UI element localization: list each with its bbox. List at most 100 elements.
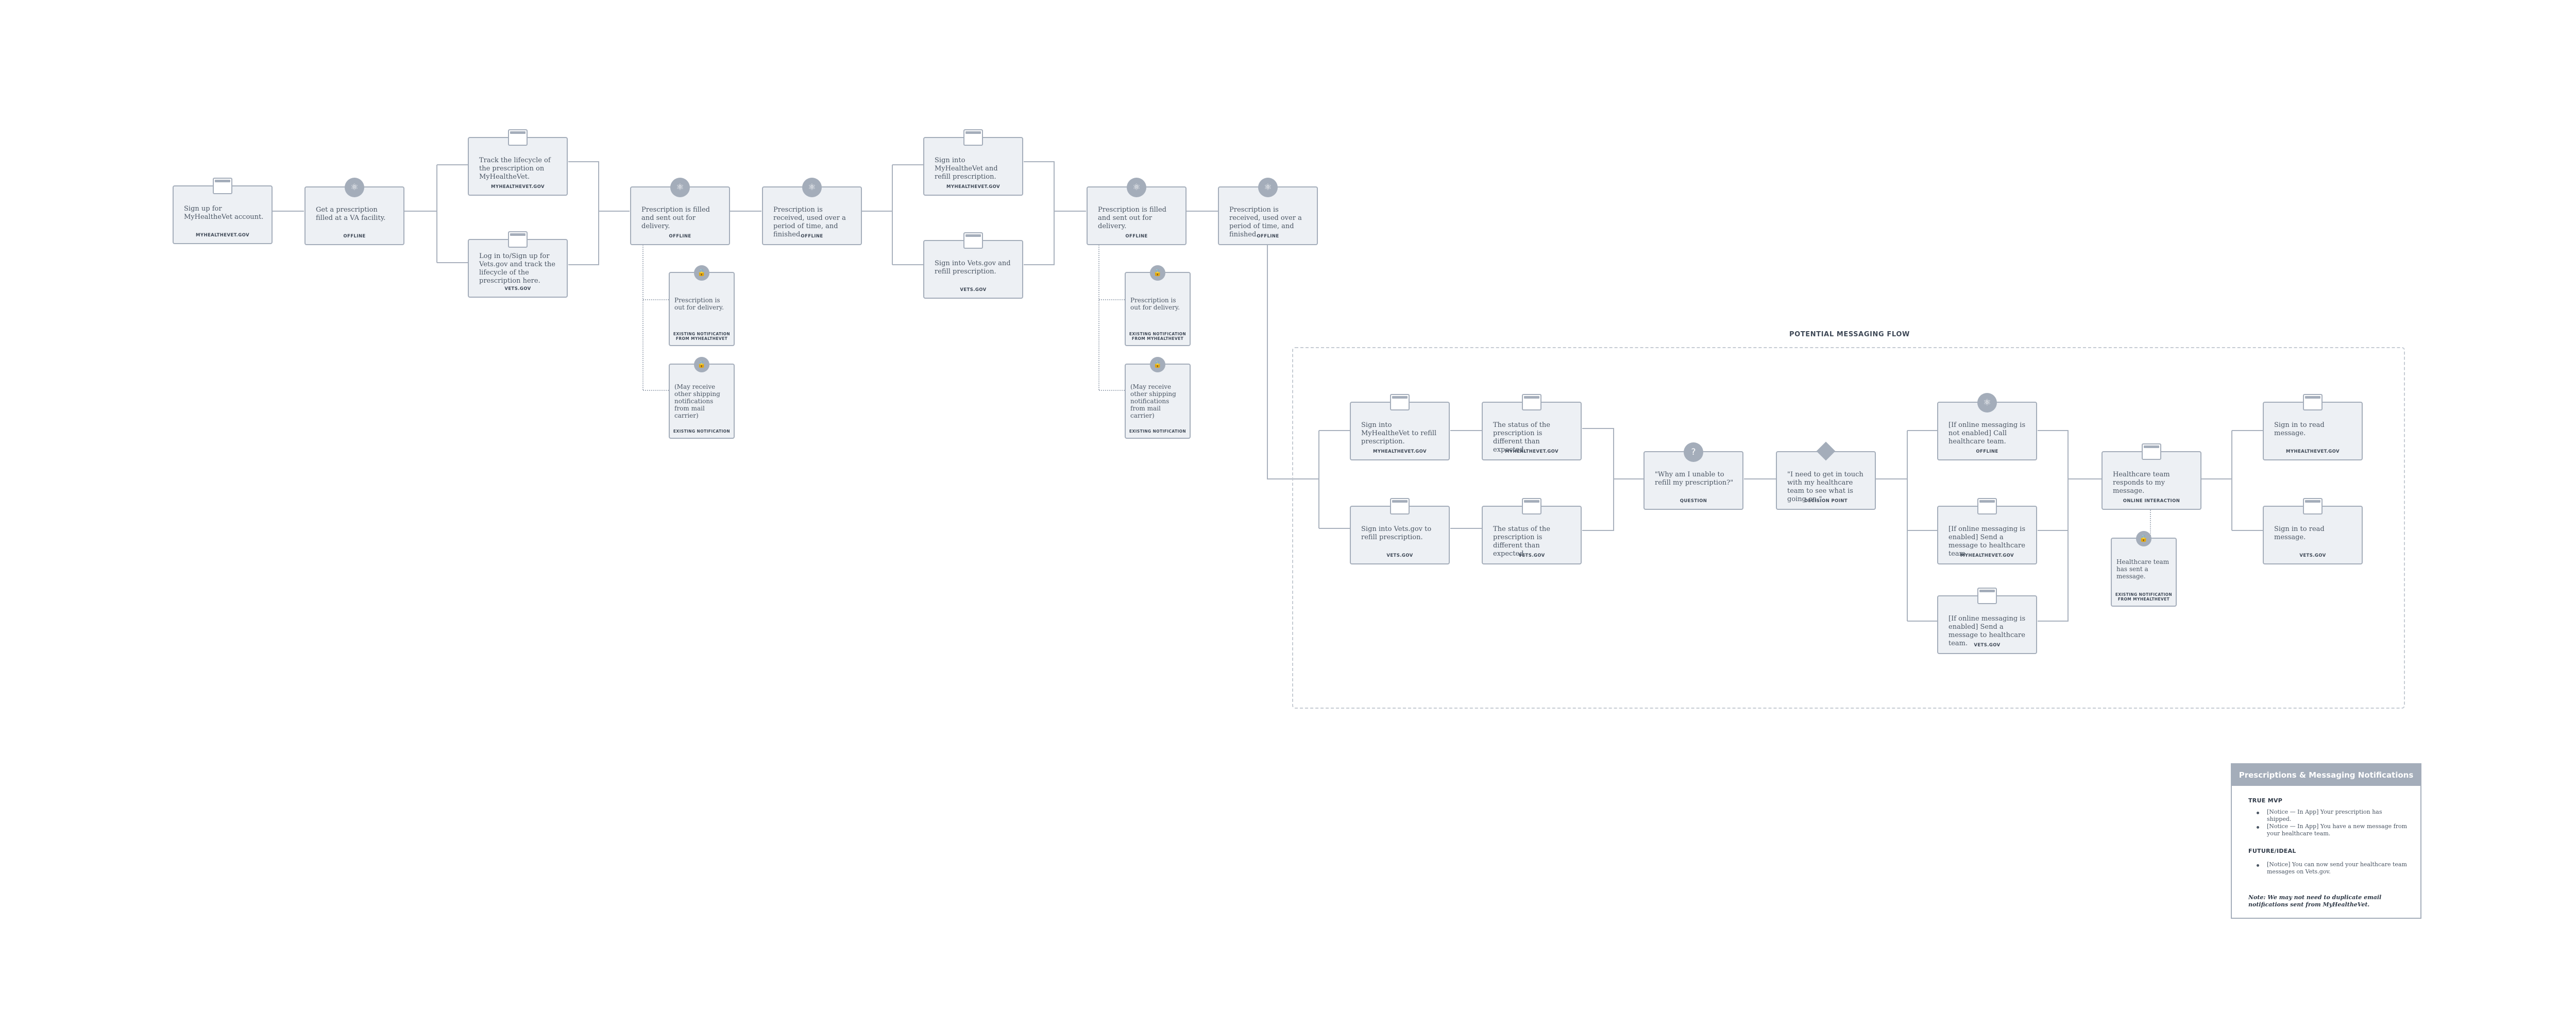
node-text: [If online messaging is enabled] Send a … xyxy=(1948,615,2026,647)
notification-out-for-delivery-2: 🔒 Prescription is out for delivery. EXIS… xyxy=(1125,265,1191,346)
node-text: [If online messaging is enabled] Send a … xyxy=(1948,525,2026,558)
node-call-team: ⚛ [If online messaging is not enabled] C… xyxy=(1937,393,2037,460)
node-received-used: ⚛ Prescription is received, used over a … xyxy=(762,178,862,245)
node-tag: EXISTING NOTIFICATION FROM MYHEALTHEVET xyxy=(673,332,731,341)
lock-icon: 🔒 xyxy=(694,265,709,281)
node-text: Sign into Vets.gov to refill prescriptio… xyxy=(1361,525,1432,541)
node-tag: EXISTING NOTIFICATION FROM MYHEALTHEVET xyxy=(1129,332,1187,341)
node-filled-sent: ⚛ Prescription is filled and sent out fo… xyxy=(630,178,730,245)
page-icon xyxy=(1977,588,1997,604)
node-text: "Why am I unable to refill my prescripti… xyxy=(1655,471,1734,487)
legend-future-heading: FUTURE/IDEAL xyxy=(2248,848,2296,854)
node-tag: MYHEALTHEVET.GOV xyxy=(491,184,545,190)
node-text: Sign up for MyHealtheVet account. xyxy=(184,205,264,221)
node-tag: QUESTION xyxy=(1680,499,1707,504)
node-text: The status of the prescription is differ… xyxy=(1493,525,1550,558)
node-tag: OFFLINE xyxy=(343,234,366,239)
node-tag: MYHEALTHEVET.GOV xyxy=(1505,449,1558,454)
node-tag: VETS.GOV xyxy=(2299,553,2326,558)
node-track-mhv: Track the lifecycle of the prescription … xyxy=(468,129,568,196)
node-tag: EXISTING NOTIFICATION xyxy=(673,429,731,434)
node-text: Healthcare team has sent a message. xyxy=(2116,558,2170,580)
node-status-different-mhv: The status of the prescription is differ… xyxy=(1482,394,1582,460)
page-icon xyxy=(1390,394,1410,410)
pill-icon: ⚛ xyxy=(1977,393,1997,413)
legend-item: [Notice — In App] You have a new message… xyxy=(2267,823,2408,837)
node-tag: EXISTING NOTIFICATION FROM MYHEALTHEVET xyxy=(2115,592,2173,602)
lock-icon: 🔒 xyxy=(1150,357,1165,372)
node-text: (May receive other shipping notification… xyxy=(674,383,720,419)
node-tag: VETS.GOV xyxy=(1518,553,1545,558)
page-icon xyxy=(2303,498,2323,514)
node-tag: MYHEALTHEVET.GOV xyxy=(1373,449,1427,454)
node-msg-signin-vetsgov: Sign into Vets.gov to refill prescriptio… xyxy=(1350,498,1450,564)
lock-icon: 🔒 xyxy=(1150,265,1165,281)
pill-icon: ⚛ xyxy=(802,178,822,197)
node-tag: OFFLINE xyxy=(801,234,823,239)
page-icon xyxy=(1522,394,1541,410)
node-text: [If online messaging is not enabled] Cal… xyxy=(1948,421,2026,445)
notification-out-for-delivery: 🔒 Prescription is out for delivery. EXIS… xyxy=(669,265,735,346)
node-text: Sign in to read message. xyxy=(2274,421,2325,437)
page-icon xyxy=(2142,443,2161,460)
node-text: Prescription is received, used over a pe… xyxy=(773,206,846,238)
legend-item: [Notice — In App] Your prescription has … xyxy=(2267,809,2382,822)
node-text: "I need to get in touch with my healthca… xyxy=(1787,471,1863,503)
node-text: Prescription is out for delivery. xyxy=(1130,297,1180,311)
node-tag: VETS.GOV xyxy=(504,286,531,291)
node-tag: OFFLINE xyxy=(1976,449,1998,454)
page-icon xyxy=(508,231,528,248)
node-text: Prescription is filled and sent out for … xyxy=(1098,206,1166,230)
node-text: Get a prescription filled at a VA facili… xyxy=(316,206,386,222)
node-text: Sign into Vets.gov and refill prescripti… xyxy=(935,260,1011,276)
node-tag: MYHEALTHEVET.GOV xyxy=(946,184,1000,190)
node-tag: DECISION POINT xyxy=(1804,499,1848,504)
page-icon xyxy=(1522,498,1541,514)
node-text: Prescription is filled and sent out for … xyxy=(641,206,710,230)
node-refill-mhv: Sign into MyHealtheVet and refill prescr… xyxy=(923,129,1023,196)
node-text: Sign into MyHealtheVet and refill prescr… xyxy=(935,157,998,181)
page-icon xyxy=(2303,394,2323,410)
bullet-icon xyxy=(2257,812,2259,814)
bullet-icon xyxy=(2257,864,2259,867)
node-text: Track the lifecycle of the prescription … xyxy=(479,157,551,181)
pill-icon: ⚛ xyxy=(1258,178,1278,197)
node-text: Prescription is received, used over a pe… xyxy=(1229,206,1302,238)
node-tag: VETS.GOV xyxy=(1974,643,2001,648)
node-tag: OFFLINE xyxy=(1257,234,1279,239)
node-tag: ONLINE INTERACTION xyxy=(2123,499,2180,504)
node-tag: EXISTING NOTIFICATION xyxy=(1129,429,1187,434)
node-text: Log in to/Sign up for Vets.gov and track… xyxy=(479,252,555,285)
node-decision-point: "I need to get in touch with my healthca… xyxy=(1776,441,1876,510)
node-text: (May receive other shipping notification… xyxy=(1130,383,1176,419)
node-tag: MYHEALTHEVET.GOV xyxy=(1960,553,2014,558)
legend-item: [Notice] You can now send your healthcar… xyxy=(2267,861,2407,875)
node-filled-sent-2: ⚛ Prescription is filled and sent out fo… xyxy=(1087,178,1187,245)
node-tag: OFFLINE xyxy=(1125,234,1148,239)
node-read-message-mhv: Sign in to read message. MYHEALTHEVET.GO… xyxy=(2263,394,2363,460)
node-text: The status of the prescription is differ… xyxy=(1493,421,1550,454)
node-text: Sign into MyHealtheVet to refill prescri… xyxy=(1361,421,1437,445)
node-signup-mhv: Sign up for MyHealtheVet account. MYHEAL… xyxy=(173,178,273,244)
node-status-different-vetsgov: The status of the prescription is differ… xyxy=(1482,498,1582,564)
question-glyph: ? xyxy=(1691,447,1696,457)
node-tag: VETS.GOV xyxy=(1386,553,1413,558)
node-msg-signin-mhv: Sign into MyHealtheVet to refill prescri… xyxy=(1350,394,1450,460)
node-text: Healthcare team responds to my message. xyxy=(2113,471,2170,495)
node-track-vetsgov: Log in to/Sign up for Vets.gov and track… xyxy=(468,231,568,298)
pill-icon: ⚛ xyxy=(670,178,690,197)
node-tag: MYHEALTHEVET.GOV xyxy=(2286,449,2340,454)
node-send-message-vetsgov: [If online messaging is enabled] Send a … xyxy=(1937,588,2037,654)
page-icon xyxy=(213,178,232,194)
notification-team-message: 🔒 Healthcare team has sent a message. EX… xyxy=(2111,531,2177,607)
node-read-message-vetsgov: Sign in to read message. VETS.GOV xyxy=(2263,498,2363,564)
node-tag: MYHEALTHEVET.GOV xyxy=(196,233,249,238)
node-text: Sign in to read message. xyxy=(2274,525,2325,541)
node-refill-vetsgov: Sign into Vets.gov and refill prescripti… xyxy=(923,232,1023,299)
pill-icon: ⚛ xyxy=(345,178,364,197)
messaging-flow-region xyxy=(1292,347,2405,709)
node-question: ? "Why am I unable to refill my prescrip… xyxy=(1643,442,1743,510)
page-icon xyxy=(963,129,983,146)
notification-carrier: 🔒 (May receive other shipping notificati… xyxy=(669,357,735,439)
legend-panel: Prescriptions & Messaging Notifications … xyxy=(2231,763,2421,919)
